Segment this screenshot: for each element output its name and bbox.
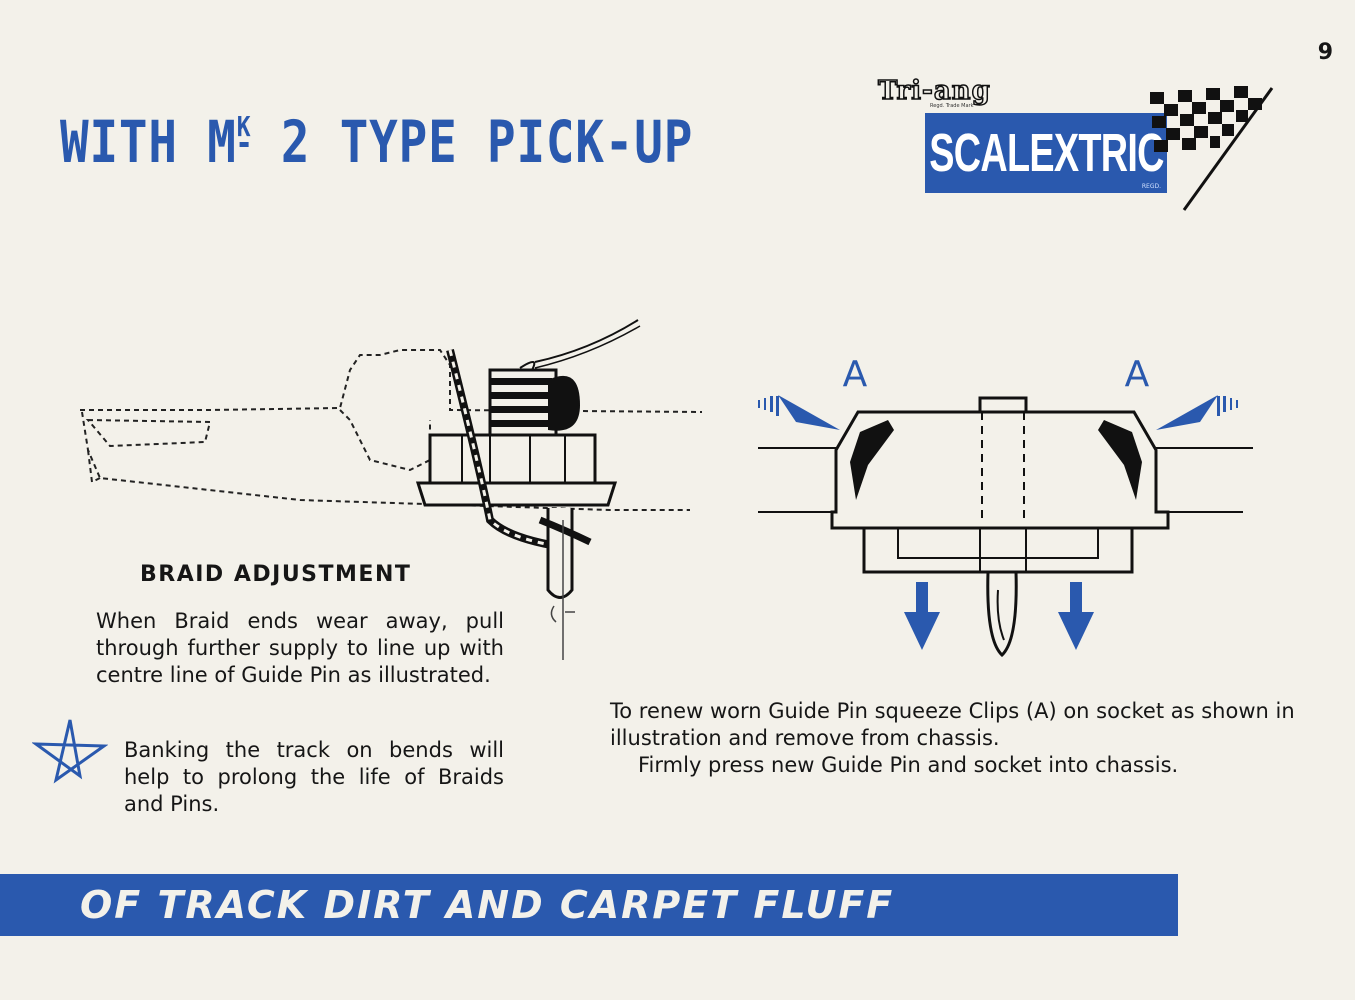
renew-line-2: Firmly press new Guide Pin and socket in… bbox=[638, 753, 1179, 777]
logo-scalextric: SCALEXTRIC bbox=[928, 123, 1164, 183]
squeeze-arrow-icon bbox=[1156, 395, 1238, 430]
banking-tip-text: Banking the track on bends will help to … bbox=[124, 738, 504, 816]
logo-tagline: Regd. Trade Mark bbox=[930, 103, 974, 109]
chequered-flag-icon bbox=[1150, 86, 1274, 211]
guide-pin-socket-diagram: A A bbox=[758, 354, 1253, 658]
renew-guide-pin-text: To renew worn Guide Pin squeeze Clips (A… bbox=[610, 698, 1310, 779]
logo-triang: Tri-ang bbox=[877, 75, 991, 107]
braid-adjustment-title: BRAID ADJUSTMENT bbox=[140, 562, 412, 587]
renew-line-1: To renew worn Guide Pin squeeze Clips (A… bbox=[610, 699, 1295, 750]
footer-banner: OF TRACK DIRT AND CARPET FLUFF bbox=[0, 874, 1178, 936]
heading-suffix: 2 TYPE PICK-UP bbox=[280, 108, 694, 176]
arrow-down-icon bbox=[904, 582, 940, 650]
clip-label-left: A bbox=[843, 354, 868, 395]
logo-box: SCALEXTRIC REGD. bbox=[925, 113, 1167, 193]
page-heading: WITH MK 2 TYPE PICK-UP bbox=[60, 108, 693, 176]
clip-label-right: A bbox=[1125, 354, 1150, 395]
star-icon bbox=[32, 719, 108, 784]
arrow-down-icon bbox=[1058, 582, 1094, 650]
heading-prefix: WITH M bbox=[60, 108, 237, 176]
squeeze-arrow-icon bbox=[758, 395, 840, 430]
heading-superscript: K bbox=[236, 110, 252, 147]
logo-reg-mark: REGD. bbox=[1141, 183, 1161, 190]
braid-adjustment-diagram bbox=[80, 319, 703, 660]
footer-banner-text: OF TRACK DIRT AND CARPET FLUFF bbox=[80, 883, 895, 927]
page-number: 9 bbox=[1317, 40, 1333, 65]
braid-adjustment-text: When Braid ends wear away, pull through … bbox=[96, 609, 504, 687]
